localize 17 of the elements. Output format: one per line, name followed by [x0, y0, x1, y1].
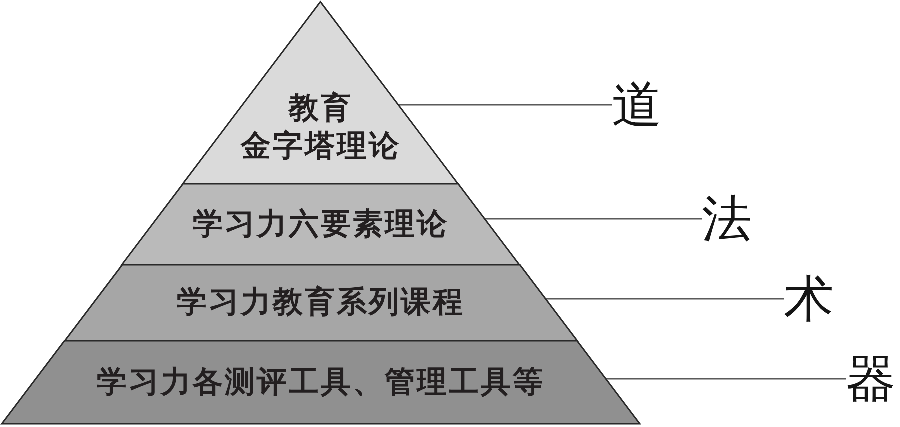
leader-line [398, 104, 612, 106]
pyramid-tier [2, 341, 640, 424]
tier-label: 学习力六要素理论 [192, 206, 449, 244]
pyramid-tier [64, 265, 578, 341]
calligraphy-character: 法 [702, 194, 752, 244]
tier-label: 金字塔理论 [240, 128, 401, 166]
leader-line [546, 298, 784, 300]
tier-label: 教育 [288, 90, 353, 128]
tier-label: 学习力教育系列课程 [176, 284, 465, 322]
calligraphy-character: 道 [612, 80, 662, 130]
calligraphy-character: 器 [846, 354, 896, 404]
leader-line [485, 218, 702, 220]
pyramid-tier [122, 184, 520, 265]
leader-line [606, 378, 846, 380]
calligraphy-character: 术 [784, 274, 834, 324]
pyramid-tier [183, 2, 459, 184]
tier-label: 学习力各测评工具、管理工具等 [97, 364, 545, 402]
